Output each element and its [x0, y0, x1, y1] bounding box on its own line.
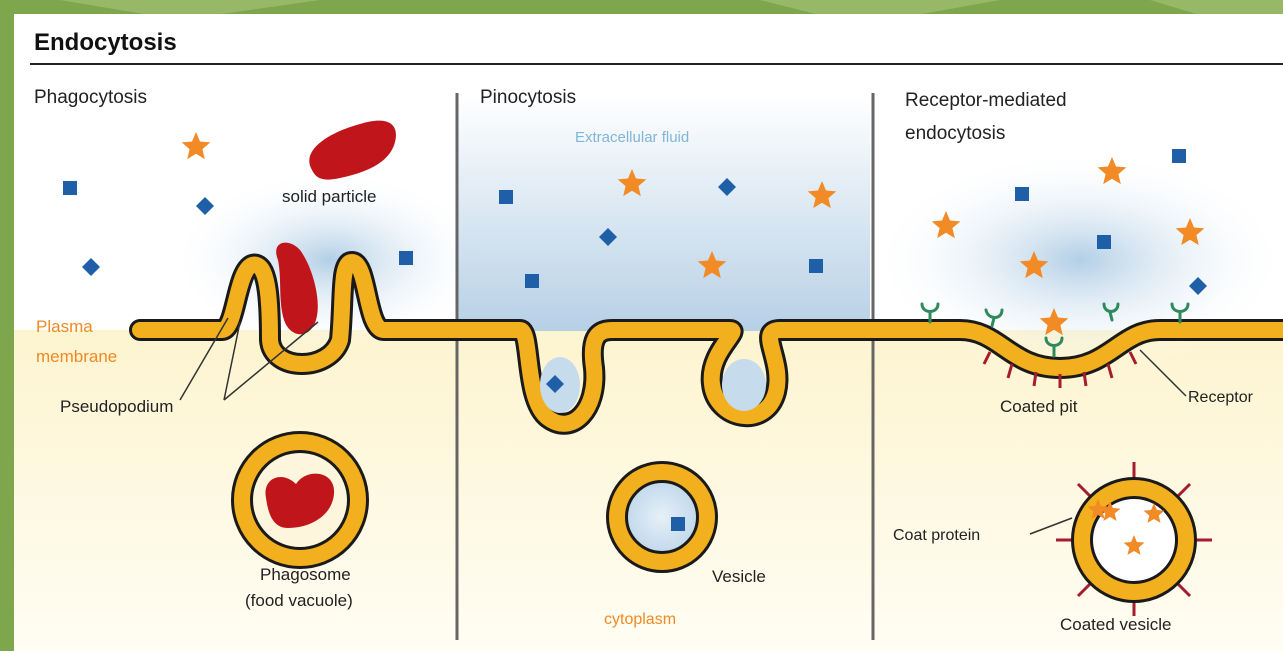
solid-particle-label: solid particle	[282, 187, 377, 206]
square-molecule	[1015, 187, 1029, 201]
phagosome-label-line1: Phagosome	[260, 565, 351, 584]
cytoplasm-label: cytoplasm	[604, 611, 676, 628]
square-molecule	[1097, 235, 1111, 249]
coat-protein-label: Coat protein	[893, 527, 980, 544]
diagram-title: Endocytosis	[34, 29, 177, 56]
square-molecule	[525, 274, 539, 288]
receptor-heading-line2: endocytosis	[905, 123, 1005, 144]
square-molecule	[1172, 149, 1186, 163]
vesicle-label: Vesicle	[712, 567, 766, 586]
phagocytosis-heading: Phagocytosis	[34, 87, 147, 108]
plasma-label-line1: Plasma	[36, 317, 93, 336]
pinocytosis-heading: Pinocytosis	[480, 87, 576, 108]
pseudopodium-label: Pseudopodium	[60, 397, 173, 416]
square-molecule	[499, 190, 513, 204]
plasma-label-line2: membrane	[36, 347, 117, 366]
square-molecule	[671, 517, 685, 531]
pit-fluid-2	[722, 359, 766, 411]
phagosome-label-line2: (food vacuole)	[245, 591, 353, 610]
coated-pit-label: Coated pit	[1000, 397, 1078, 416]
coated-vesicle-label: Coated vesicle	[1060, 615, 1172, 634]
square-molecule	[63, 181, 77, 195]
square-molecule	[809, 259, 823, 273]
receptor-label: Receptor	[1188, 389, 1254, 406]
receptor-heading-line1: Receptor-mediated	[905, 90, 1067, 111]
extracellular-fluid-label: Extracellular fluid	[575, 129, 689, 146]
square-molecule	[399, 251, 413, 265]
